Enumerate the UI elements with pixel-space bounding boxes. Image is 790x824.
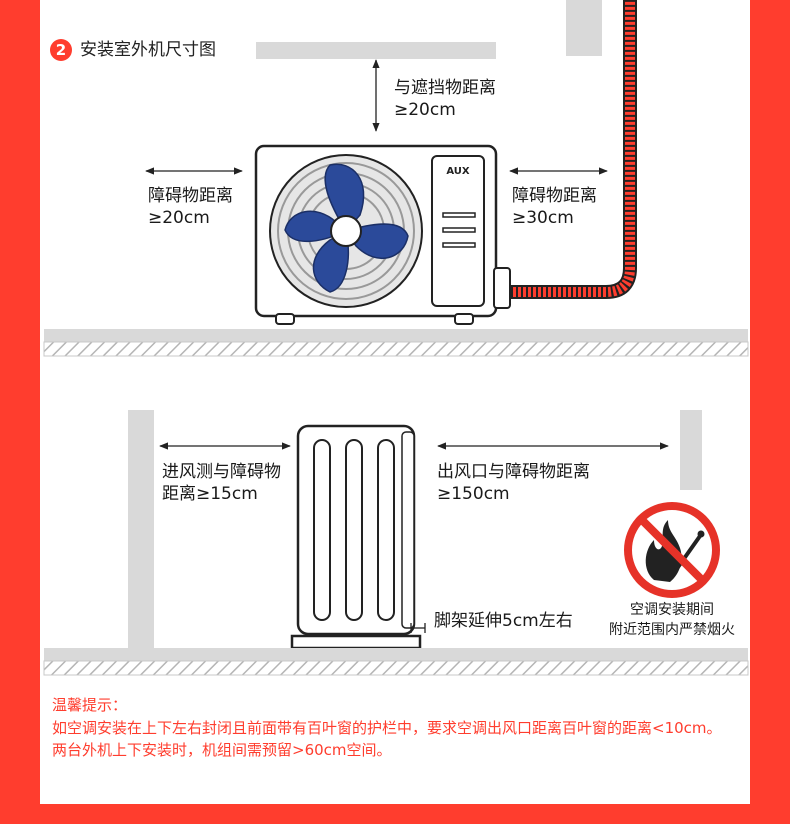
tips-line2: 两台外机上下安装时，机组间需预留>60cm空间。 — [52, 741, 392, 759]
label-above-line1: 与遮挡物距离 — [394, 78, 496, 98]
outdoor-unit-front — [254, 144, 511, 325]
label-above-line2: ≥20cm — [394, 100, 456, 120]
label-bracket: 脚架延伸5cm左右 — [434, 611, 573, 631]
tips-line1: 如空调安装在上下左右封闭且前面带有百叶窗的护栏中，要求空调出风口距离百叶窗的距离… — [52, 719, 722, 737]
label-left-line2: ≥20cm — [148, 208, 210, 228]
label-outlet-line1: 出风口与障碍物距离 — [437, 462, 590, 482]
right-obstacle — [680, 410, 702, 490]
brand-logo: AUX — [446, 166, 470, 177]
section-title: 安装室外机尺寸图 — [80, 40, 216, 60]
top-obstacle-bar — [256, 42, 496, 59]
label-inlet-line1: 进风测与障碍物 — [162, 462, 281, 482]
bottom-ground-hatch — [43, 660, 749, 676]
no-fire-icon — [624, 502, 720, 598]
left-wall — [128, 410, 154, 648]
label-left-line1: 障碍物距离 — [148, 186, 233, 206]
no-fire-line1: 空调安装期间 — [630, 602, 714, 618]
top-wall — [566, 0, 602, 56]
label-outlet-line2: ≥150cm — [437, 484, 510, 504]
top-ground-slab — [44, 329, 748, 342]
outdoor-unit-side — [290, 424, 422, 650]
label-right-line1: 障碍物距离 — [512, 186, 597, 206]
label-inlet-line2: 距离≥15cm — [162, 484, 258, 504]
step-number-badge: 2 — [50, 39, 72, 61]
no-fire-line2: 附近范围内严禁烟火 — [609, 622, 735, 638]
label-right-line2: ≥30cm — [512, 208, 574, 228]
tips-heading: 温馨提示： — [52, 696, 128, 714]
bottom-ground-slab — [44, 648, 748, 661]
top-ground-hatch — [43, 341, 749, 357]
